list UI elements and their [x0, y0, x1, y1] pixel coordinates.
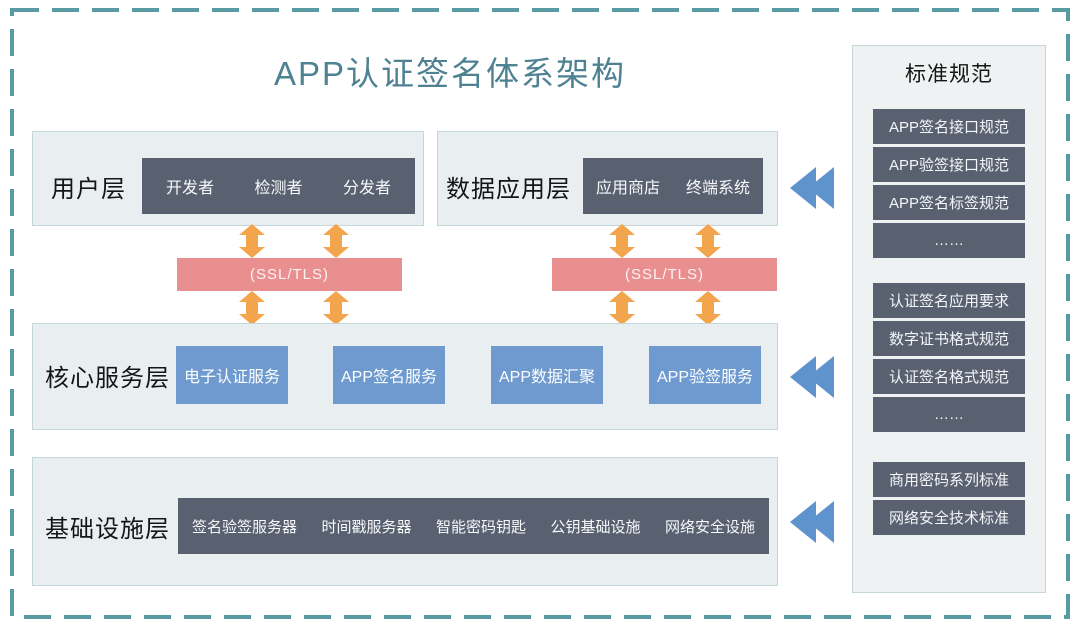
standards-group-format: 认证签名应用要求 数字证书格式规范 认证签名格式规范 ……	[873, 283, 1025, 432]
network-security-item: 网络安全设施	[664, 518, 755, 536]
standard-item: APP验签接口规范	[873, 147, 1025, 182]
standards-group-national: 商用密码系列标准 网络安全技术标准	[873, 462, 1025, 535]
double-vertical-arrow-icon	[323, 224, 349, 258]
ssl-tls-bar-right: (SSL/TLS)	[552, 258, 777, 291]
ssl-tls-bar-left: (SSL/TLS)	[177, 258, 402, 291]
data-app-layer-label: 数据应用层	[446, 175, 571, 203]
standards-panel-title: 标准规范	[905, 63, 993, 86]
user-roles-bar: 开发者 检测者 分发者	[142, 158, 415, 214]
standard-item-ellipsis: ……	[873, 223, 1025, 258]
standard-item: 认证签名应用要求	[873, 283, 1025, 318]
standard-item: 商用密码系列标准	[873, 462, 1025, 497]
double-vertical-arrow-icon	[695, 291, 721, 325]
user-layer-label: 用户层	[51, 175, 126, 203]
user-role-tester: 检测者	[254, 180, 303, 197]
standard-item: 网络安全技术标准	[873, 500, 1025, 535]
data-app-layer-box: 数据应用层 应用商店 终端系统	[437, 131, 778, 226]
standard-item: 认证签名格式规范	[873, 359, 1025, 394]
standard-item-ellipsis: ……	[873, 397, 1025, 432]
app-data-aggregation-box: APP数据汇聚	[491, 346, 603, 404]
app-sign-service-box: APP签名服务	[333, 346, 445, 404]
smart-crypto-key-item: 智能密码钥匙	[435, 518, 526, 536]
e-auth-service-label: 电子认证服务	[183, 369, 280, 386]
standard-item: 数字证书格式规范	[873, 321, 1025, 356]
double-left-arrow-icon	[790, 501, 834, 543]
data-app-bar: 应用商店 终端系统	[583, 158, 763, 214]
core-service-layer-label: 核心服务层	[45, 364, 170, 392]
standards-panel: 标准规范 APP签名接口规范 APP验签接口规范 APP签名标签规范 …… 认证…	[852, 45, 1046, 593]
double-vertical-arrow-icon	[239, 291, 265, 325]
standard-item: APP签名接口规范	[873, 109, 1025, 144]
pki-item: 公钥基础设施	[550, 518, 641, 536]
user-role-developer: 开发者	[166, 180, 215, 197]
app-store-item: 应用商店	[596, 180, 661, 197]
infrastructure-bar: 签名验签服务器 时间戳服务器 智能密码钥匙 公钥基础设施 网络安全设施	[178, 498, 769, 554]
double-left-arrow-icon	[790, 167, 834, 209]
double-vertical-arrow-icon	[239, 224, 265, 258]
standards-group-interface: APP签名接口规范 APP验签接口规范 APP签名标签规范 ……	[873, 109, 1025, 258]
double-vertical-arrow-icon	[323, 291, 349, 325]
infrastructure-layer-box: 基础设施层 签名验签服务器 时间戳服务器 智能密码钥匙 公钥基础设施 网络安全设…	[32, 457, 778, 586]
standard-item: APP签名标签规范	[873, 185, 1025, 220]
core-service-layer-box: 核心服务层 电子认证服务 APP签名服务 APP数据汇聚 APP验签服务	[32, 323, 778, 430]
ssl-tls-label-right: (SSL/TLS)	[624, 266, 705, 283]
e-auth-service-box: 电子认证服务	[176, 346, 288, 404]
app-verify-service-box: APP验签服务	[649, 346, 761, 404]
ssl-tls-label-left: (SSL/TLS)	[249, 266, 330, 283]
app-sign-service-label: APP签名服务	[340, 369, 438, 386]
user-layer-box: 用户层 开发者 检测者 分发者	[32, 131, 424, 226]
timestamp-server-item: 时间戳服务器	[321, 518, 412, 536]
double-vertical-arrow-icon	[609, 291, 635, 325]
double-left-arrow-icon	[790, 356, 834, 398]
double-vertical-arrow-icon	[695, 224, 721, 258]
page-title: APP认证签名体系架构	[273, 55, 627, 92]
double-vertical-arrow-icon	[609, 224, 635, 258]
user-role-distributor: 分发者	[342, 180, 391, 197]
app-verify-service-label: APP验签服务	[656, 369, 754, 386]
app-data-aggregation-label: APP数据汇聚	[498, 369, 596, 386]
infrastructure-layer-label: 基础设施层	[45, 515, 170, 543]
terminal-system-item: 终端系统	[685, 180, 750, 197]
sign-verify-server-item: 签名验签服务器	[192, 518, 298, 536]
